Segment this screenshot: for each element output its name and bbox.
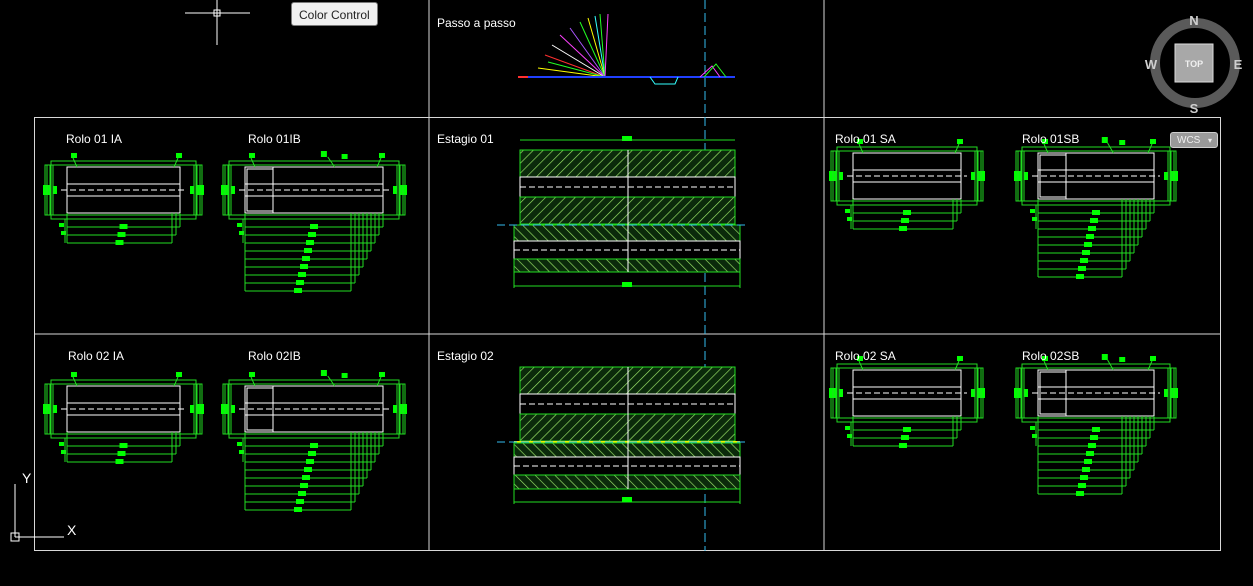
compass-west[interactable]: W <box>1145 57 1158 72</box>
estagio01-drawing <box>497 136 745 288</box>
label-rolo01ia: Rolo 01 IA <box>66 132 122 146</box>
label-rolo02sa: Rolo 02 SA <box>835 349 896 363</box>
viewcube-top-face[interactable] <box>1174 43 1214 83</box>
compass-south[interactable]: S <box>1190 101 1199 116</box>
crosshair-cursor <box>185 0 250 45</box>
ucs-icon: Y X <box>10 470 77 542</box>
compass-east[interactable]: E <box>1234 57 1243 72</box>
label-rolo01sb: Rolo 01SB <box>1022 132 1079 146</box>
roller-drawings <box>43 137 1178 512</box>
viewcube[interactable]: TOP N S E W <box>1140 8 1250 118</box>
label-rolo02ia: Rolo 02 IA <box>68 349 124 363</box>
viewport-labels: Passo a passo Rolo 01 IA Rolo 01IB Estag… <box>66 16 1079 363</box>
label-estagio02: Estagio 02 <box>437 349 494 363</box>
color-control-tooltip: Color Control <box>291 2 378 26</box>
chevron-down-icon: ▾ <box>1207 136 1212 145</box>
compass-north[interactable]: N <box>1189 13 1198 28</box>
label-rolo01sa: Rolo 01 SA <box>835 132 896 146</box>
label-passo: Passo a passo <box>437 16 516 30</box>
passo-fan-drawing <box>518 13 735 85</box>
label-estagio01: Estagio 01 <box>437 132 494 146</box>
estagio02-drawing <box>497 366 745 504</box>
viewcube-face-label: TOP <box>1185 59 1203 69</box>
ucs-y-label: Y <box>22 470 32 486</box>
wcs-label: WCS <box>1177 135 1201 146</box>
label-rolo01ib: Rolo 01IB <box>248 132 301 146</box>
label-rolo02sb: Rolo 02SB <box>1022 349 1079 363</box>
wcs-menu-button[interactable]: WCS ▾ <box>1170 132 1218 148</box>
compass-ring[interactable] <box>1150 18 1240 108</box>
label-rolo02ib: Rolo 02IB <box>248 349 301 363</box>
viewport-borders <box>34 0 1221 551</box>
ucs-x-label: X <box>67 522 77 538</box>
